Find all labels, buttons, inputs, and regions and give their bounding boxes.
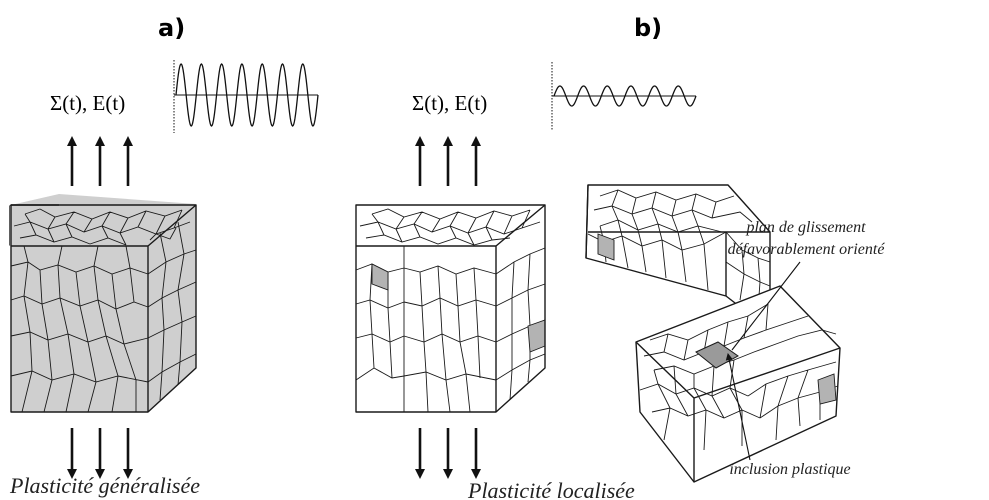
- plastic-grain: [527, 319, 546, 353]
- panel-b: b) Σ(t), E(t): [355, 14, 886, 500]
- panel-a-load-signal: [173, 60, 319, 133]
- panel-b-load-equation: Σ(t), E(t): [412, 91, 487, 115]
- split-block-lower: [635, 285, 841, 483]
- slip-plane-leader-line: [731, 261, 801, 351]
- plastic-grain: [597, 233, 615, 261]
- panel-b-label: b): [634, 14, 662, 42]
- plastic-inclusion: [695, 341, 739, 369]
- plastic-grain: [371, 263, 389, 291]
- slip-plane-note-line1: plan de glissement: [745, 219, 866, 236]
- panel-a-load-equation: Σ(t), E(t): [50, 91, 125, 115]
- panel-a: a) Σ(t), E(t): [9, 14, 319, 498]
- panel-a-sine-wave: [175, 63, 319, 127]
- panel-a-tension-arrows-down: [67, 428, 133, 479]
- panel-b-load-signal: [551, 62, 697, 130]
- inclusion-leader-arrow: [725, 353, 751, 461]
- panel-a-label: a): [158, 14, 185, 42]
- panel-b-caption: Plasticité localisée: [467, 478, 635, 500]
- split-block-upper: [585, 184, 771, 331]
- panel-b-sine-wave: [553, 85, 697, 107]
- panel-b-polycrystal-cube: [355, 204, 546, 413]
- panel-a-polycrystal-cube: [9, 194, 197, 413]
- panel-b-tension-arrows-down: [415, 428, 481, 479]
- inclusion-note: inclusion plastique: [729, 461, 850, 478]
- panel-b-tension-arrows-up: [415, 136, 481, 186]
- panel-a-tension-arrows-up: [67, 136, 133, 186]
- plastic-grain: [817, 373, 837, 405]
- slip-plane-note-line2: défavorablement orienté: [728, 241, 886, 258]
- panel-a-caption: Plasticité généralisée: [9, 473, 200, 498]
